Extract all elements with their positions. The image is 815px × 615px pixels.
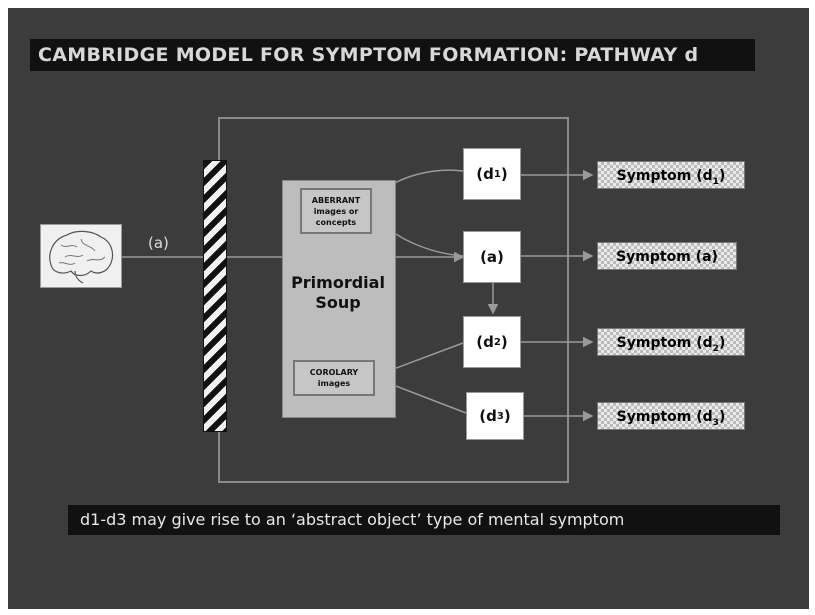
- node-d2-close: ): [500, 333, 508, 351]
- symptom-d3-subscript: 3: [712, 417, 719, 428]
- primordial-soup-label: Primordial Soup: [291, 273, 385, 312]
- slide-title: CAMBRIDGE MODEL FOR SYMPTOM FORMATION: P…: [30, 39, 755, 71]
- aberrant-images-box: ABERRANT images or concepts: [300, 188, 372, 234]
- symptom-d1-close: ): [718, 168, 726, 184]
- symptom-d3-base: Symptom (d: [616, 409, 713, 425]
- symptom-a: Symptom (a): [597, 242, 737, 270]
- brain-sketch-icon: [49, 230, 114, 284]
- corolary-images-box: COROLARY images: [293, 360, 375, 396]
- slide-background: CAMBRIDGE MODEL FOR SYMPTOM FORMATION: P…: [8, 8, 809, 609]
- striped-barrier: [203, 160, 227, 432]
- node-d3-base: (d: [479, 407, 497, 425]
- node-d1-subscript: 1: [493, 168, 501, 180]
- symptom-d3: Symptom (d3): [597, 402, 745, 430]
- symptom-d1: Symptom (d1): [597, 161, 745, 189]
- node-a: (a): [463, 231, 521, 283]
- node-d2-subscript: 2: [493, 336, 501, 348]
- symptom-d2-subscript: 2: [712, 343, 719, 354]
- symptom-d2-base: Symptom (d: [616, 335, 713, 351]
- brain-image: [40, 224, 122, 288]
- symptom-d1-subscript: 1: [712, 176, 719, 187]
- node-d1-base: (d: [476, 165, 494, 183]
- symptom-d2: Symptom (d2): [597, 328, 745, 356]
- node-d3-subscript: 3: [496, 410, 504, 422]
- footnote-caption: d1-d3 may give rise to an ‘abstract obje…: [68, 505, 780, 535]
- input-pathway-label: (a): [148, 234, 169, 252]
- symptom-d1-base: Symptom (d: [616, 168, 713, 184]
- node-d1-close: ): [500, 165, 508, 183]
- node-d2-base: (d: [476, 333, 494, 351]
- symptom-d2-close: ): [718, 335, 726, 351]
- symptom-d3-close: ): [718, 409, 726, 425]
- node-d3-close: ): [503, 407, 511, 425]
